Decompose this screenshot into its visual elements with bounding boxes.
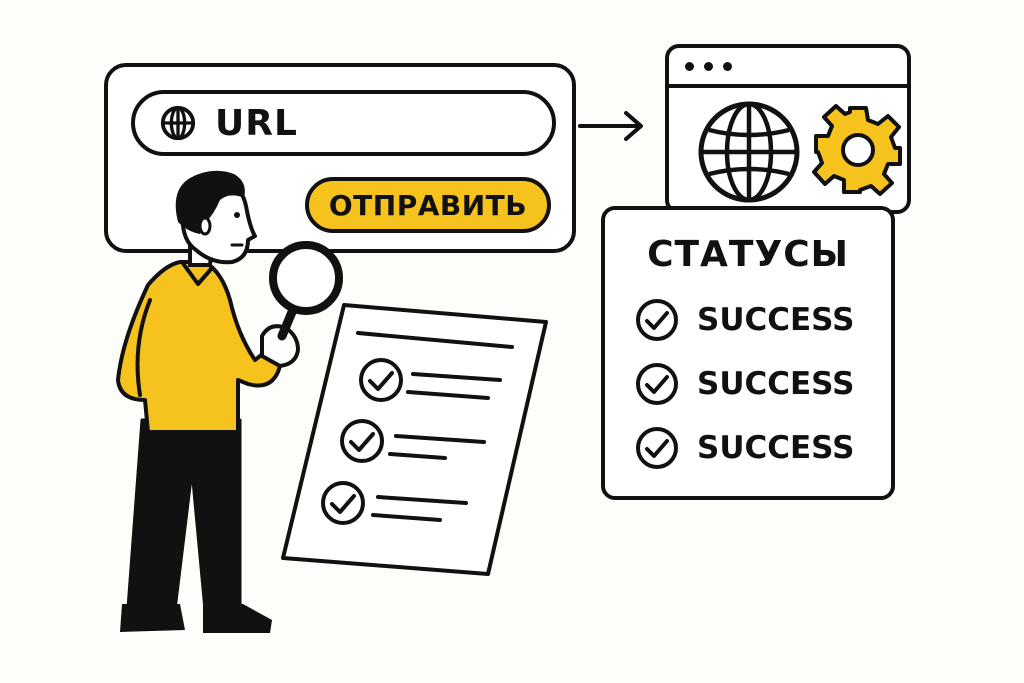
checklist-item [321,481,468,525]
window-dot [685,61,694,71]
status-item: SUCCESS [635,298,854,342]
window-dot [723,61,732,71]
status-title: СТАТУСЫ [647,234,849,275]
arrow-right-icon [578,111,643,141]
submit-button[interactable]: ОТПРАВИТЬ [305,177,551,233]
status-item: SUCCESS [635,426,854,470]
checklist-item [340,419,486,463]
status-item-label: SUCCESS [697,366,855,402]
url-input[interactable]: URL [131,90,556,156]
url-input-label: URL [215,102,298,144]
status-panel: СТАТУСЫ SUCCESS SUCCESS SUCCESS [601,206,895,500]
check-circle-icon [636,363,678,405]
status-item: SUCCESS [635,362,854,406]
checklist-item [359,358,502,402]
check-circle-icon [636,299,678,341]
globe-icon [698,101,800,203]
browser-window [665,44,911,214]
browser-title-bar [669,48,907,88]
window-dot [704,61,713,71]
status-item-label: SUCCESS [697,430,855,466]
globe-icon [160,105,196,141]
gear-icon [812,104,902,196]
status-item-label: SUCCESS [697,302,855,338]
check-circle-icon [636,427,678,469]
